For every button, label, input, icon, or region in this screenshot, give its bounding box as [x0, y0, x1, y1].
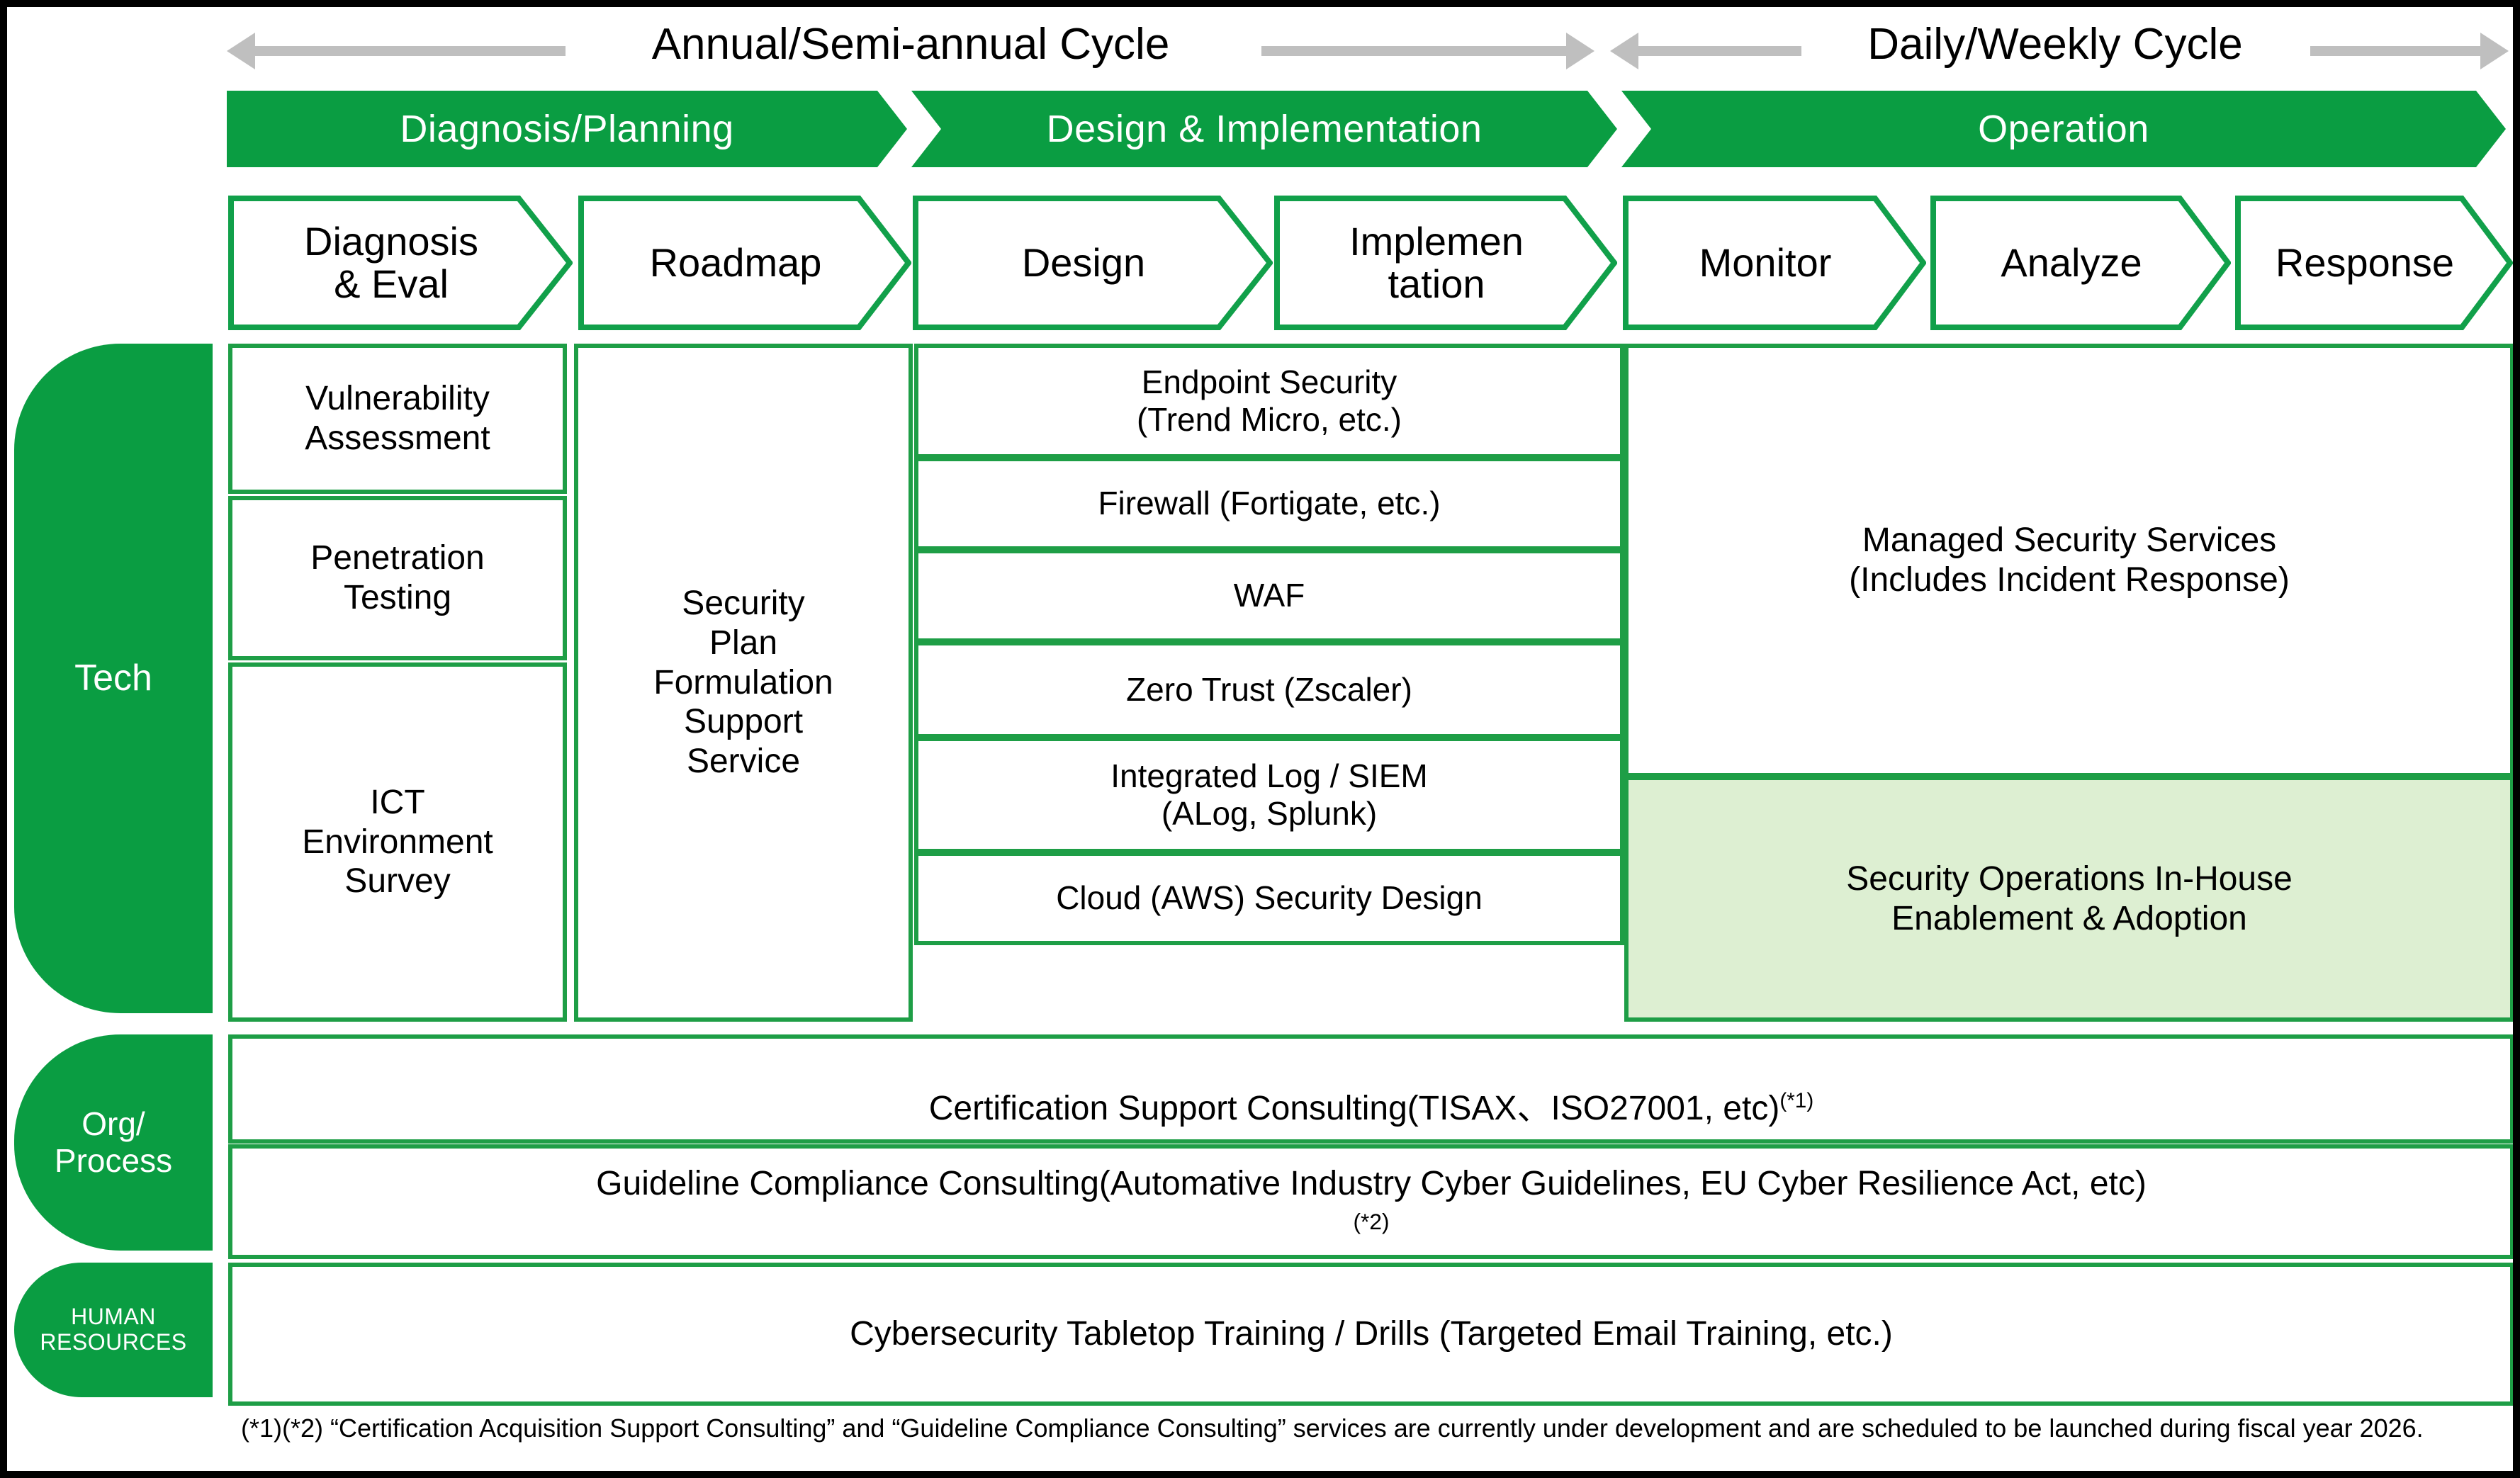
tech-box-managed-security-services[interactable]: Managed Security Services (Includes Inci…: [1624, 344, 2513, 777]
category-human-resources[interactable]: HUMAN RESOURCES: [14, 1263, 213, 1397]
hr-box-cybersecurity-tabletop-training[interactable]: Cybersecurity Tabletop Training / Drills…: [228, 1263, 2513, 1406]
phase-banner-operation[interactable]: Operation: [1621, 91, 2506, 167]
box-label: WAF: [1233, 577, 1305, 614]
tech-box-security-plan-formulation[interactable]: Security Plan Formulation Support Servic…: [574, 344, 913, 1022]
stage-chevron-implementation[interactable]: Implemen tation: [1274, 196, 1617, 330]
stage-label: Monitor: [1699, 240, 1832, 285]
tech-box-penetration-testing[interactable]: Penetration Testing: [228, 496, 567, 660]
box-label: Zero Trust (Zscaler): [1126, 670, 1412, 708]
phase-banner-design-implementation[interactable]: Design & Implementation: [911, 91, 1617, 167]
arrow-left-head-icon-2: [1610, 33, 1638, 69]
stage-chevron-design[interactable]: Design: [913, 196, 1273, 330]
category-org-process[interactable]: Org/ Process: [14, 1034, 213, 1251]
stage-label: Roadmap: [649, 240, 822, 285]
stage-chevron-analyze[interactable]: Analyze: [1930, 196, 2231, 330]
phase-banner-diagnosis-planning[interactable]: Diagnosis/Planning: [227, 91, 907, 167]
tech-box-integrated-log-siem[interactable]: Integrated Log / SIEM (ALog, Splunk): [914, 737, 1624, 853]
org-box-guideline-compliance-consulting[interactable]: Guideline Compliance Consulting(Automati…: [228, 1144, 2513, 1259]
tech-box-vulnerability-assessment[interactable]: Vulnerability Assessment: [228, 344, 567, 494]
category-label: Tech: [74, 658, 152, 699]
tech-box-security-operations-in-house[interactable]: Security Operations In-House Enablement …: [1624, 776, 2513, 1022]
box-label: Integrated Log / SIEM (ALog, Splunk): [1110, 757, 1428, 832]
footnote-marker-2: (*2): [1353, 1208, 1390, 1234]
arrow-left-head-icon: [227, 33, 255, 69]
box-label: Vulnerability Assessment: [305, 380, 490, 457]
box-label: Cybersecurity Tabletop Training / Drills…: [850, 1315, 1893, 1353]
org-box-certification-support-consulting[interactable]: Certification Support Consulting(TISAX、I…: [228, 1034, 2513, 1144]
stage-label: Implemen tation: [1349, 219, 1524, 306]
box-label: Managed Security Services (Includes Inci…: [1849, 521, 2290, 599]
category-label: Org/ Process: [54, 1105, 173, 1179]
cycle-label-annual: Annual/Semi-annual Cycle: [651, 20, 1170, 69]
arrow-right-head-icon: [1566, 33, 1594, 69]
tech-box-waf[interactable]: WAF: [914, 549, 1624, 643]
stage-chevron-diagnosis-eval[interactable]: Diagnosis & Eval: [228, 196, 573, 330]
stage-chevron-response[interactable]: Response: [2235, 196, 2513, 330]
tech-box-endpoint-security[interactable]: Endpoint Security (Trend Micro, etc.): [914, 344, 1624, 458]
box-label: Security Operations In-House Enablement …: [1846, 859, 2293, 937]
phase-label: Operation: [1978, 108, 2149, 150]
stage-label: Design: [1021, 240, 1146, 285]
tech-box-ict-environment-survey[interactable]: ICT Environment Survey: [228, 662, 567, 1022]
tech-box-zero-trust[interactable]: Zero Trust (Zscaler): [914, 641, 1624, 738]
phase-label: Design & Implementation: [1046, 108, 1483, 150]
arrow-left-shaft: [254, 46, 566, 56]
arrow-right-head-icon-2: [2480, 33, 2509, 69]
stage-label: Analyze: [2001, 240, 2142, 285]
arrow-right-shaft: [1261, 46, 1566, 56]
box-label: Security Plan Formulation Support Servic…: [653, 585, 833, 780]
stage-chevron-monitor[interactable]: Monitor: [1623, 196, 1926, 330]
category-tech[interactable]: Tech: [14, 344, 213, 1013]
box-label: Cloud (AWS) Security Design: [1056, 879, 1483, 917]
box-label: Penetration Testing: [310, 539, 485, 616]
box-label: Certification Support Consulting(TISAX、I…: [928, 1090, 1780, 1127]
box-label: Endpoint Security (Trend Micro, etc.): [1136, 363, 1402, 438]
footnote-marker-1: (*1): [1779, 1089, 1814, 1112]
stage-label: Diagnosis & Eval: [304, 219, 478, 306]
arrow-left-shaft-2: [1637, 46, 1801, 56]
box-label: Firewall (Fortigate, etc.): [1098, 485, 1441, 522]
tech-box-cloud-aws-security-design[interactable]: Cloud (AWS) Security Design: [914, 852, 1624, 945]
category-label: HUMAN RESOURCES: [40, 1304, 187, 1355]
stage-chevron-roadmap[interactable]: Roadmap: [578, 196, 911, 330]
diagram-canvas: Annual/Semi-annual Cycle Daily/Weekly Cy…: [7, 7, 2513, 1471]
stage-label: Response: [2275, 240, 2455, 285]
box-label: ICT Environment Survey: [302, 783, 493, 901]
footnote-text: (*1)(*2) “Certification Acquisition Supp…: [241, 1414, 2424, 1443]
phase-label: Diagnosis/Planning: [400, 108, 734, 150]
cycle-label-daily: Daily/Weekly Cycle: [1867, 20, 2243, 69]
box-label: Guideline Compliance Consulting(Automati…: [596, 1164, 2147, 1202]
arrow-right-shaft-2: [2310, 46, 2480, 56]
tech-box-firewall[interactable]: Firewall (Fortigate, etc.): [914, 457, 1624, 551]
